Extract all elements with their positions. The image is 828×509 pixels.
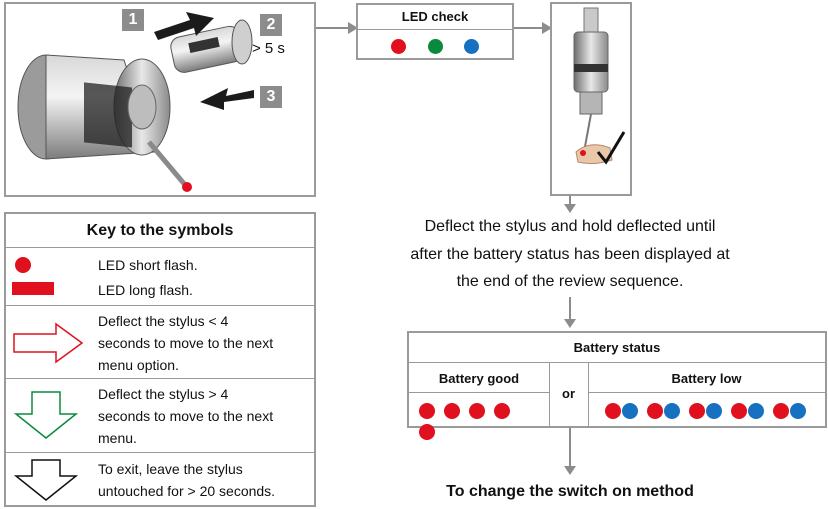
battery-low-led-pair <box>647 403 680 424</box>
battery-low-led-dot <box>790 403 806 419</box>
key-next-menu-line-2: seconds to move to the next <box>98 408 274 424</box>
key-panel: Key to the symbols LED short flash. LED … <box>4 212 316 507</box>
battery-or-label: or <box>562 386 575 401</box>
flow-arrow-3 <box>564 196 576 213</box>
led-check-title: LED check <box>401 9 469 24</box>
battery-good-led-dot <box>444 403 460 419</box>
led-check-box: LED check <box>356 3 514 60</box>
step-3-badge: 3 <box>260 86 282 108</box>
battery-good-led-dot <box>419 424 435 440</box>
led-blue-dot <box>464 39 479 54</box>
battery-low-led-dot <box>622 403 638 419</box>
flow-arrow-2 <box>514 22 552 34</box>
step-2-badge: 2 <box>260 14 282 36</box>
key-exit-line-1: To exit, leave the stylus <box>98 461 243 477</box>
stylus-deflect-image <box>573 7 626 165</box>
key-next-option-line-1: Deflect the stylus < 4 <box>98 313 229 329</box>
led-red-dot <box>391 39 406 54</box>
flow-arrow-5 <box>564 428 576 475</box>
key-next-menu-line-3: menu. <box>98 430 137 446</box>
battery-good-led-dot <box>494 403 510 419</box>
battery-low-led-dot <box>605 403 621 419</box>
battery-status-table: Battery status Battery good or Battery l… <box>407 331 827 440</box>
battery-low-led-dot <box>647 403 663 419</box>
battery-good-pattern <box>419 403 543 445</box>
instruction-line-3: the end of the review sequence. <box>456 273 684 290</box>
key-title: Key to the symbols <box>86 222 234 239</box>
probe-body-image <box>17 12 254 192</box>
battery-low-led-pair <box>731 403 764 424</box>
flow-arrow-4 <box>564 297 576 328</box>
stylus-deflect-panel <box>550 2 632 196</box>
black-down-arrow-icon <box>14 459 78 501</box>
flow-arrow-1 <box>316 22 358 34</box>
battery-low-pattern <box>605 403 815 424</box>
battery-low-led-dot <box>731 403 747 419</box>
battery-low-led-dot <box>773 403 789 419</box>
battery-removal-panel: 1 2 3 > 5 s <box>4 2 316 197</box>
hold-time-label: > 5 s <box>252 40 285 57</box>
key-short-flash-icon <box>15 257 31 273</box>
key-long-flash-text: LED long flash. <box>98 282 193 298</box>
key-exit-line-2: untouched for > 20 seconds. <box>98 483 276 499</box>
key-next-option-line-2: seconds to move to the next <box>98 335 274 351</box>
battery-low-led-dot <box>689 403 705 419</box>
battery-low-led-pair <box>605 403 638 424</box>
led-green-dot <box>428 39 443 54</box>
key-short-flash-text: LED short flash. <box>98 257 198 273</box>
battery-good-led-dot <box>469 403 485 419</box>
step-1-badge: 1 <box>122 9 144 31</box>
red-right-arrow-icon <box>13 322 84 364</box>
battery-low-led-pair <box>773 403 806 424</box>
key-long-flash-icon <box>12 282 54 295</box>
battery-low-label: Battery low <box>671 371 742 386</box>
green-down-arrow-icon <box>14 391 78 439</box>
battery-low-led-dot <box>706 403 722 419</box>
battery-low-led-dot <box>664 403 680 419</box>
instruction-line-2: after the battery status has been displa… <box>410 246 730 263</box>
battery-status-title: Battery status <box>573 340 661 355</box>
instruction-line-1: Deflect the stylus and hold deflected un… <box>424 218 716 235</box>
battery-low-led-pair <box>689 403 722 424</box>
battery-good-label: Battery good <box>438 371 520 386</box>
battery-low-led-dot <box>748 403 764 419</box>
footer-title: To change the switch on method <box>446 483 694 500</box>
key-next-menu-line-1: Deflect the stylus > 4 <box>98 386 229 402</box>
key-next-option-line-3: menu option. <box>98 357 179 373</box>
battery-good-led-dot <box>419 403 435 419</box>
